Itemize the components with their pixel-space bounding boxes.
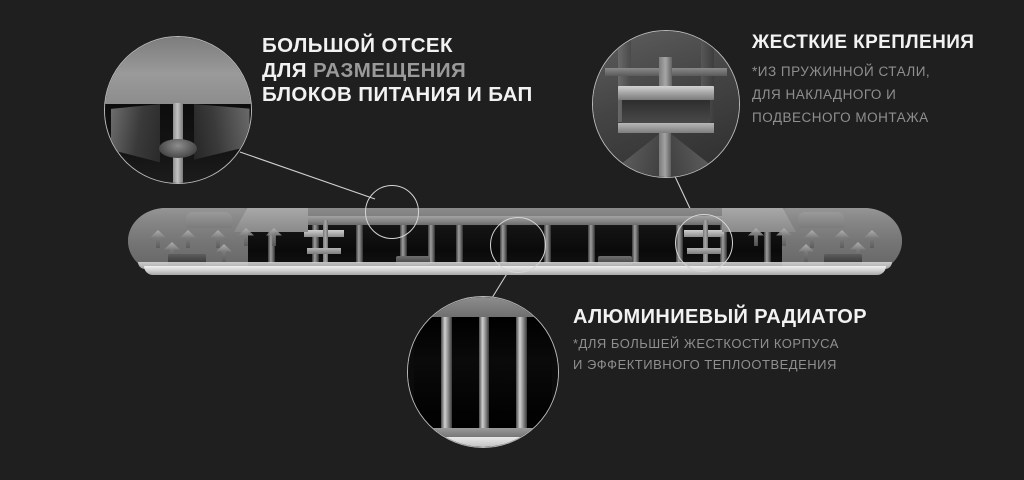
luminaire-shoulder-right bbox=[722, 208, 796, 232]
mounting-bracket-left bbox=[304, 220, 344, 262]
callout-radiator-heading: АЛЮМИНИЕВЫЙ РАДИАТОР bbox=[573, 305, 867, 329]
marker-ring-radiator bbox=[490, 217, 546, 273]
subtext-line: *ИЗ ПРУЖИННОЙ СТАЛИ, bbox=[752, 63, 931, 79]
magnifier-compartment-art bbox=[105, 37, 251, 183]
luminaire-shoulder-left bbox=[234, 208, 308, 232]
magnifier-radiator bbox=[407, 296, 559, 448]
heading-segment: АЛЮМИНИЕВЫЙ РАДИАТОР bbox=[573, 306, 867, 328]
subtext-line: ПОДВЕСНОГО МОНТАЖА bbox=[752, 110, 929, 126]
magnifier-compartment bbox=[104, 36, 252, 184]
heading-segment: БЛОКОВ ПИТАНИЯ И БАП bbox=[262, 83, 533, 107]
heading-segment: ДЛЯ bbox=[262, 58, 314, 82]
magnifier-brackets-art bbox=[593, 31, 739, 177]
marker-ring-compartment bbox=[365, 185, 419, 239]
subtext-line: И ЭФФЕКТИВНОГО ТЕПЛООТВЕДЕНИЯ bbox=[573, 357, 837, 373]
callout-brackets-subtext: *ИЗ ПРУЖИННОЙ СТАЛИ, ДЛЯ НАКЛАДНОГО И ПОДВ… bbox=[752, 60, 974, 130]
callout-radiator-subtext: *ДЛЯ БОЛЬШЕЙ ЖЕСТКОСТИ КОРПУСА И ЭФФЕКТИВ… bbox=[573, 333, 867, 375]
subtext-line: *ДЛЯ БОЛЬШЕЙ ЖЕСТКОСТИ КОРПУСА bbox=[573, 336, 839, 351]
leader-line-compartment bbox=[239, 151, 376, 200]
magnifier-radiator-art bbox=[408, 297, 558, 447]
heading-segment: РАЗМЕЩЕНИЯ bbox=[313, 58, 467, 82]
magnifier-brackets bbox=[592, 30, 740, 178]
callout-brackets-heading: ЖЕСТКИЕ КРЕПЛЕНИЯ bbox=[752, 32, 974, 55]
subtext-line: ДЛЯ НАКЛАДНОГО И bbox=[752, 87, 897, 103]
callout-radiator: АЛЮМИНИЕВЫЙ РАДИАТОР *ДЛЯ БОЛЬШЕЙ ЖЕСТКО… bbox=[573, 305, 867, 375]
heading-segment: БОЛЬШОЙ ОТСЕК bbox=[262, 34, 453, 57]
heading-segment: ЖЕСТКИЕ КРЕПЛЕНИЯ bbox=[752, 32, 975, 53]
callout-brackets: ЖЕСТКИЕ КРЕПЛЕНИЯ *ИЗ ПРУЖИННОЙ СТАЛИ, ДЛ… bbox=[752, 32, 974, 129]
marker-ring-brackets bbox=[675, 214, 733, 272]
